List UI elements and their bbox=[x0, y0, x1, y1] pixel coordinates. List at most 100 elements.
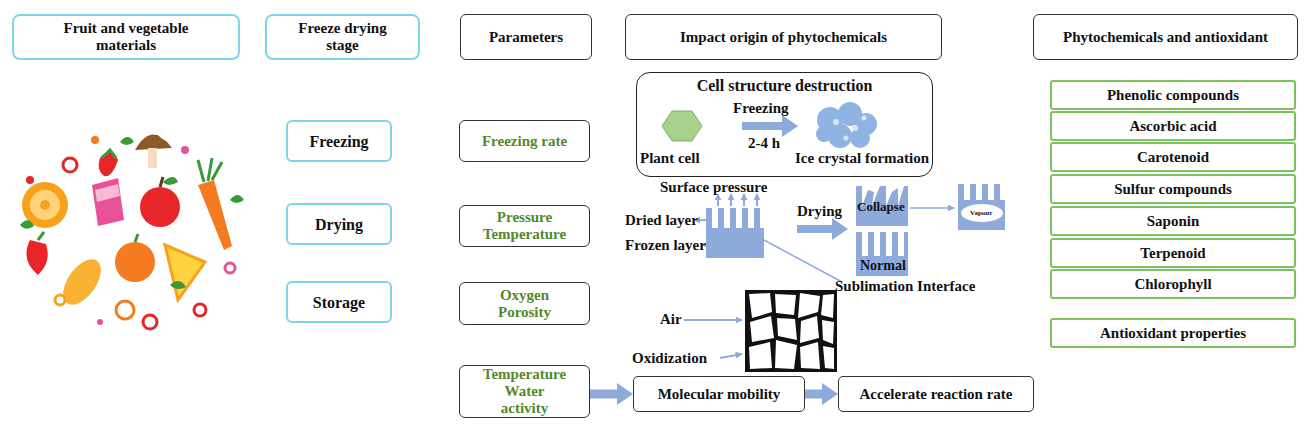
annotation-label: Sublimation Interface bbox=[835, 278, 975, 295]
ice-spot bbox=[852, 125, 858, 131]
node-text: Pressure Temperature bbox=[480, 209, 569, 243]
column-header: Fruit and vegetable materials bbox=[12, 14, 240, 60]
column-header: Parameters bbox=[460, 14, 592, 60]
annotation-label: Plant cell bbox=[640, 150, 700, 167]
phytochemical-box: Sulfur compounds bbox=[1050, 174, 1296, 204]
pore bbox=[821, 294, 834, 318]
annotation-label: Vapour bbox=[970, 209, 992, 218]
annotation-label: Ice crystal formation bbox=[795, 150, 929, 167]
node-text: Ascorbic acid bbox=[1129, 118, 1216, 135]
pore bbox=[800, 316, 819, 343]
block-arrow bbox=[590, 390, 619, 399]
porous-structure bbox=[745, 290, 837, 372]
ice-crystal bbox=[816, 102, 877, 148]
parameter-box: Oxygen Porosity bbox=[459, 282, 590, 325]
mushroom-spot bbox=[140, 134, 166, 140]
pink-cup bbox=[95, 184, 120, 202]
pore bbox=[823, 346, 834, 369]
mango bbox=[56, 253, 109, 312]
pressure-arrow bbox=[717, 194, 719, 206]
fruit-cluster bbox=[20, 134, 244, 329]
orange-slice bbox=[40, 200, 50, 210]
node-text: Parameters bbox=[489, 29, 563, 46]
process-box: Accelerate reaction rate bbox=[838, 376, 1034, 412]
annotation-label: Normal bbox=[860, 258, 906, 274]
apple-stem bbox=[160, 177, 163, 187]
plant-cell-hexagon bbox=[662, 111, 702, 141]
node-text: Impact origin of phytochemicals bbox=[680, 29, 887, 46]
ice-spot bbox=[844, 136, 849, 141]
freezing-arrow bbox=[742, 122, 784, 130]
node-text: Carotenoid bbox=[1137, 149, 1209, 166]
strawberry-leaf bbox=[102, 150, 116, 158]
node-text: Freezing rate bbox=[482, 133, 567, 150]
annotation-label: Oxidization bbox=[632, 350, 707, 367]
parameter-box: Temperature Water activity bbox=[459, 365, 590, 418]
vapour-comb bbox=[958, 184, 1005, 230]
node-text: Chlorophyll bbox=[1134, 276, 1211, 293]
parameter-box: Pressure Temperature bbox=[459, 205, 590, 247]
column-header: Impact origin of phytochemicals bbox=[625, 14, 942, 60]
orange bbox=[115, 242, 155, 282]
node-text: Drying bbox=[315, 216, 363, 233]
dot-decoration bbox=[97, 319, 103, 325]
ring-decoration bbox=[116, 301, 134, 319]
node-text: Sulfur compounds bbox=[1114, 181, 1232, 198]
ice-crystal-blob bbox=[816, 126, 832, 142]
carrot bbox=[198, 180, 232, 250]
phytochemical-box: Carotenoid bbox=[1050, 142, 1296, 172]
ring-decoration bbox=[143, 315, 157, 329]
stage-box: Drying bbox=[286, 203, 392, 245]
node-text: Fruit and vegetable materials bbox=[38, 20, 214, 54]
node-text: Storage bbox=[313, 294, 365, 311]
phytochemical-box: Terpenoid bbox=[1050, 238, 1296, 268]
leaf-decoration bbox=[120, 137, 134, 145]
node-text: Oxygen Porosity bbox=[480, 287, 569, 321]
pepper-stem bbox=[38, 232, 44, 240]
column-header: Freeze drying stage bbox=[265, 14, 420, 60]
ring-decoration bbox=[194, 304, 206, 316]
ice-spot bbox=[833, 119, 839, 125]
process-box: Molecular mobility bbox=[633, 376, 805, 412]
annotation-label: Freezing bbox=[733, 100, 789, 117]
node-text: Saponin bbox=[1147, 213, 1200, 230]
annotation-label: Surface pressure bbox=[660, 179, 767, 196]
pore bbox=[822, 320, 834, 344]
ring-decoration bbox=[225, 263, 235, 273]
mushroom-cap bbox=[135, 134, 172, 150]
node-text: Freeze drying stage bbox=[291, 20, 394, 54]
interface-leader bbox=[764, 240, 842, 282]
phytochemical-box: Phenolic compounds bbox=[1050, 80, 1296, 110]
orange-slice bbox=[30, 190, 60, 220]
lemon-slice bbox=[165, 245, 205, 300]
node-text: Temperature Water activity bbox=[480, 366, 569, 417]
phytochemical-box: Saponin bbox=[1050, 206, 1296, 236]
node-text: Cell structure destruction bbox=[697, 77, 873, 94]
node-text: Phytochemicals and antioxidant bbox=[1063, 29, 1268, 46]
oxidization-arrow bbox=[720, 354, 742, 358]
vapour-arrow bbox=[910, 207, 954, 209]
annotation-label: Collapse bbox=[857, 199, 905, 214]
pressure-arrow bbox=[756, 194, 758, 206]
drying-arrow bbox=[797, 225, 834, 233]
pore bbox=[775, 340, 797, 369]
leaf-decoration bbox=[170, 281, 186, 289]
phytochemical-box: Chlorophyll bbox=[1050, 269, 1296, 299]
mushroom-stem bbox=[148, 148, 157, 168]
node-text: Freezing bbox=[309, 133, 368, 150]
pore bbox=[775, 294, 796, 315]
leaf-decoration bbox=[230, 195, 244, 203]
ice-crystal-blob bbox=[850, 128, 870, 148]
dot-decoration bbox=[91, 136, 99, 144]
pore bbox=[800, 342, 820, 369]
pressure-arrow bbox=[730, 194, 732, 206]
node-text: Antioxidant properties bbox=[1100, 325, 1246, 342]
ring-decoration bbox=[63, 158, 77, 172]
node-text: Terpenoid bbox=[1140, 245, 1205, 262]
node-text: Accelerate reaction rate bbox=[860, 386, 1013, 403]
drying-illustration bbox=[694, 184, 1005, 282]
parameter-box: Freezing rate bbox=[459, 120, 590, 162]
phytochemical-box: Ascorbic acid bbox=[1050, 111, 1296, 141]
air-arrow bbox=[684, 319, 742, 321]
